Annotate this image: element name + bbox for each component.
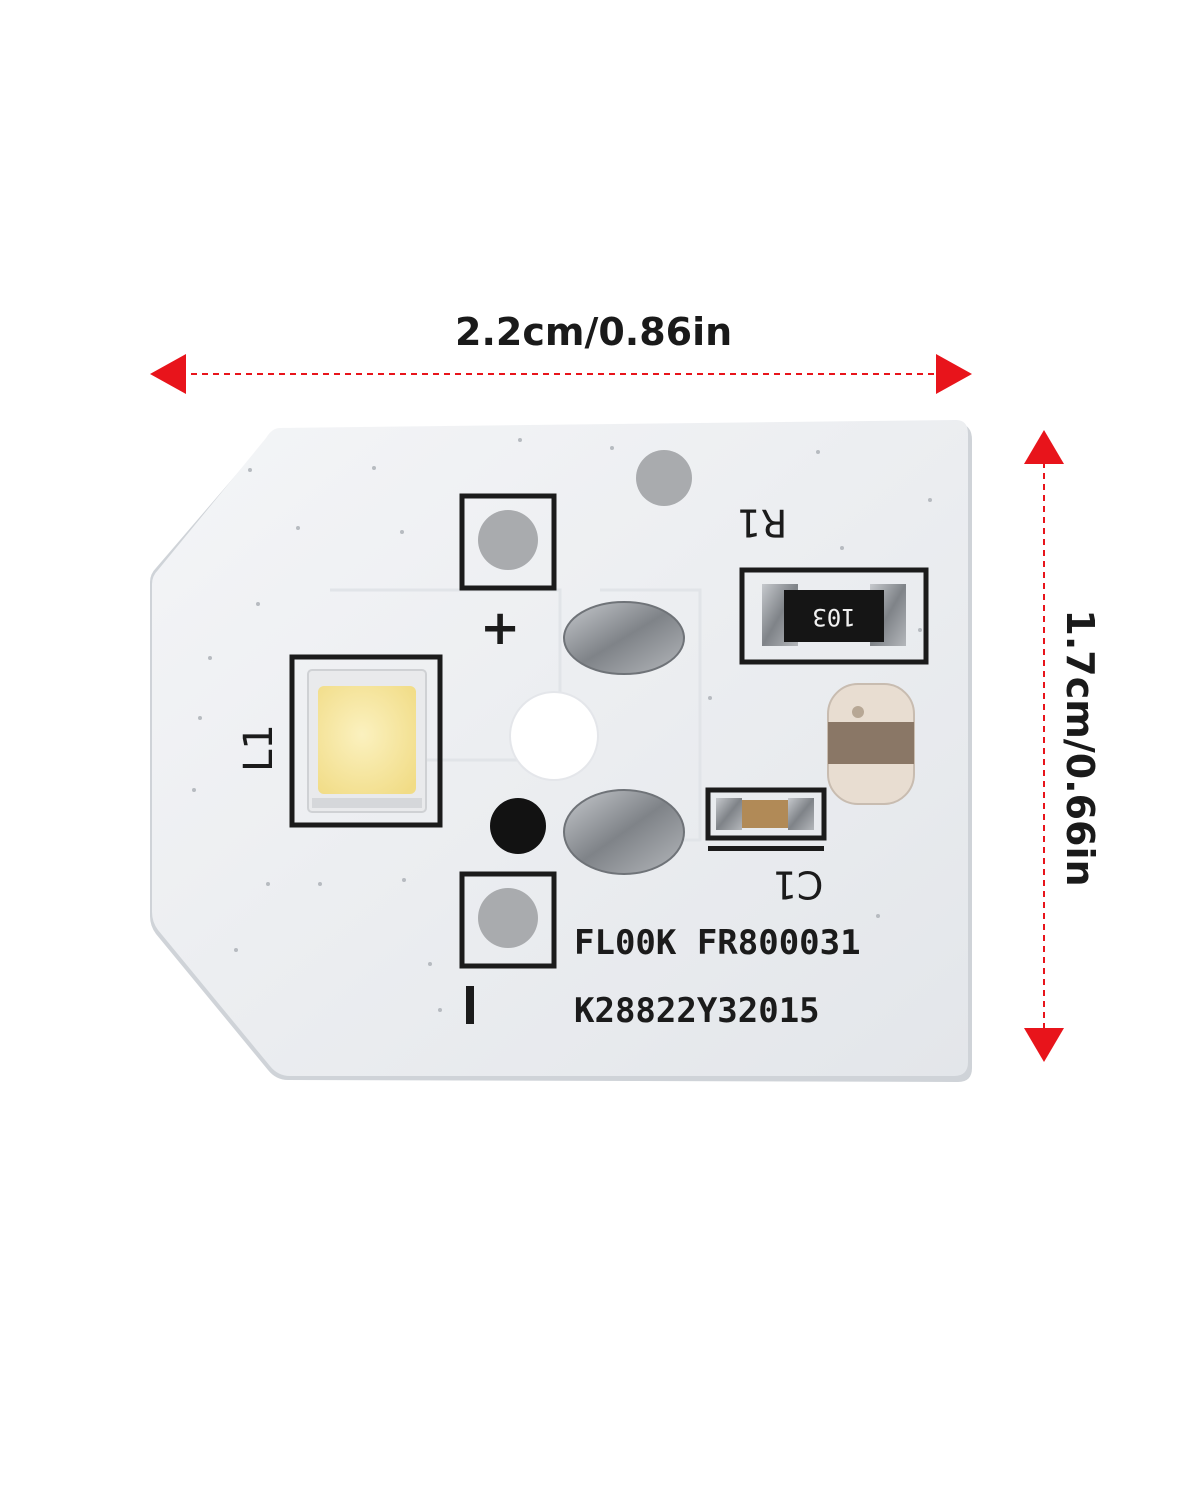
ceramic-component <box>827 683 915 805</box>
width-dimension-label: 2.2cm/0.86in <box>455 310 733 354</box>
mounting-hole <box>509 691 599 781</box>
led-circuit-board: + L1 <box>150 420 972 1082</box>
negative-terminal <box>459 871 557 1024</box>
arrow-left-icon <box>150 354 186 394</box>
led-silkscreen: L1 <box>236 724 282 772</box>
arrow-down-icon <box>1024 1028 1064 1062</box>
led-emitter <box>318 686 416 794</box>
solder-joint-upper <box>563 601 685 675</box>
capacitor-silkscreen: C1 <box>773 863 824 907</box>
model-silkscreen: FL00K FR800031 <box>574 923 861 963</box>
height-dimension-arrow <box>1024 430 1064 1062</box>
arrow-up-icon <box>1024 430 1064 464</box>
capacitor-body <box>742 800 788 828</box>
board-speckles <box>192 438 932 1012</box>
width-dimension-arrow <box>150 354 972 394</box>
resistor-code: 103 <box>812 603 855 631</box>
plus-silkscreen: + <box>480 600 520 656</box>
solder-joint-lower <box>563 789 685 875</box>
black-marker-dot <box>490 798 546 854</box>
serial-silkscreen: K28822Y32015 <box>574 991 820 1031</box>
top-pad <box>636 450 692 506</box>
resistor-silkscreen: R1 <box>737 501 788 545</box>
capacitor-c1: C1 <box>705 787 827 907</box>
positive-terminal: + <box>459 493 557 656</box>
led-l1: L1 <box>236 654 443 828</box>
arrow-right-icon <box>936 354 972 394</box>
minus-silkscreen-mark <box>466 986 474 1024</box>
resistor-r1: 103 R1 <box>737 501 929 665</box>
resistor-body <box>784 590 884 642</box>
